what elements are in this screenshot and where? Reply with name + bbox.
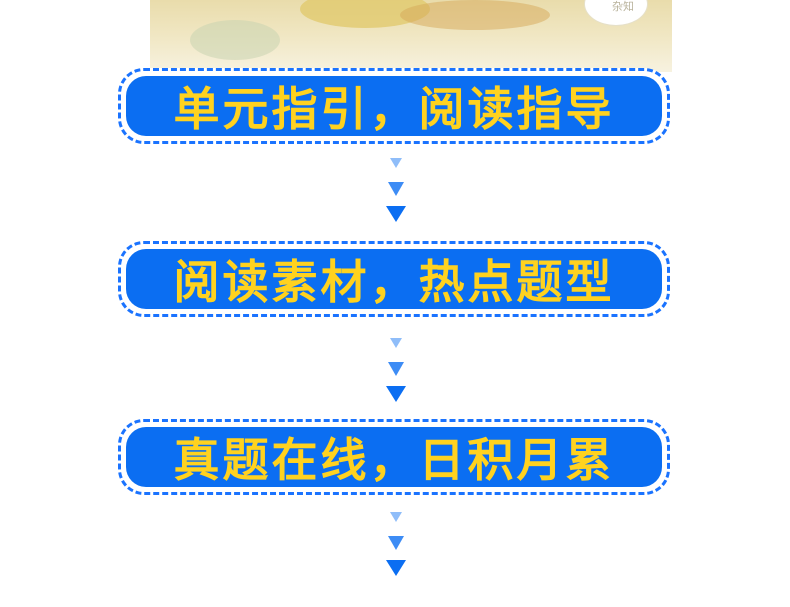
triple-down-arrow-icon <box>383 154 409 224</box>
photo-detail <box>400 0 550 30</box>
photo-detail <box>190 20 280 60</box>
banner-title: 阅读素材，热点题型 <box>173 255 615 309</box>
banner-pill: 阅读素材，热点题型 <box>126 249 662 309</box>
section-banner-2: 阅读素材，热点题型 <box>118 241 670 317</box>
banner-pill: 真题在线，日积月累 <box>126 427 662 487</box>
section-banner-3: 真题在线，日积月累 <box>118 419 670 495</box>
banner-title: 真题在线，日积月累 <box>173 433 615 487</box>
product-photo-top: 杂知 <box>150 0 672 72</box>
triple-down-arrow-icon <box>383 508 409 578</box>
triple-down-arrow-icon <box>383 334 409 404</box>
banner-pill: 单元指引，阅读指导 <box>126 76 662 136</box>
section-banner-1: 单元指引，阅读指导 <box>118 68 670 144</box>
speech-bubble-text: 杂知 <box>612 0 634 13</box>
banner-title: 单元指引，阅读指导 <box>173 82 615 136</box>
